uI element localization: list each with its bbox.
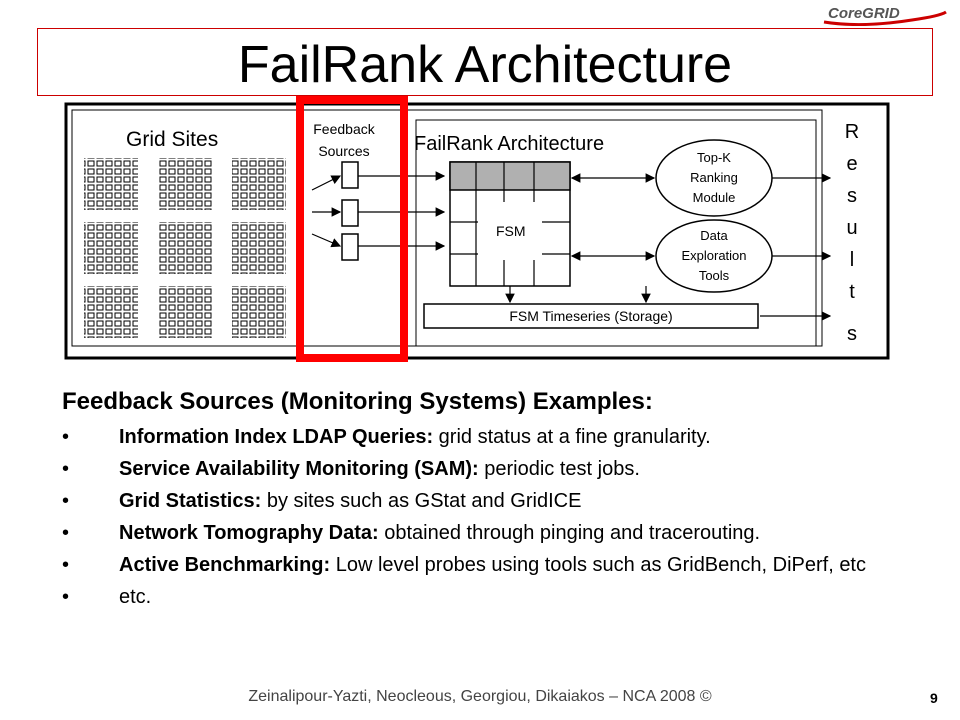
architecture-frame [415, 119, 817, 347]
bullet-dot: • [62, 554, 70, 576]
topk-line-2: Ranking [690, 170, 738, 185]
feedback-highlight [296, 96, 408, 362]
data-line-1: Data [700, 228, 728, 243]
bullet-dot: • [62, 490, 70, 512]
feedback-source-box [341, 233, 359, 261]
feedback-sources-label-2: Sources [318, 143, 369, 159]
bullet-text: periodic test jobs. [478, 458, 640, 480]
bullet-term: Active Benchmarking: [119, 554, 331, 576]
data-line-2: Exploration [681, 248, 746, 263]
bullet-dot: • [62, 586, 70, 608]
results-letter: s [847, 185, 857, 207]
page-title: FailRank Architecture [237, 36, 733, 94]
diagram-outer-frame [64, 102, 890, 360]
bullet-dot: • [62, 522, 70, 544]
results-letter: u [846, 217, 857, 239]
bullet-list: • Information Index LDAP Queries: grid st… [62, 426, 922, 608]
list-item: • Active Benchmarking: Low level probes u… [62, 554, 922, 576]
results-letter: R [845, 121, 859, 143]
feedback-source-box [341, 199, 359, 227]
topk-line-3: Module [693, 190, 736, 205]
topk-line-1: Top-K [697, 150, 731, 165]
bullet-term: Information Index LDAP Queries: [119, 426, 434, 448]
architecture-diagram: Grid Sites Feedback Sources FailRank Arc… [64, 96, 890, 362]
bullet-dot: • [62, 458, 70, 480]
grid-sites-clusters [84, 158, 286, 338]
results-letter: l [850, 249, 854, 271]
bullet-dot: • [62, 426, 70, 448]
list-item: • Information Index LDAP Queries: grid st… [62, 426, 922, 448]
grid-sites-label: Grid Sites [126, 128, 218, 151]
list-item: •Service Availability Monitoring (SAM): … [62, 458, 922, 480]
feedback-sources-label-1: Feedback [313, 121, 375, 137]
list-item: • etc. [62, 586, 922, 608]
title-box: FailRank Architecture [37, 28, 933, 96]
content-area: Feedback Sources (Monitoring Systems) Ex… [62, 388, 922, 618]
results-letter: t [849, 281, 855, 303]
bullet-text: Low level probes using tools such as Gri… [330, 554, 866, 576]
bullet-text: by sites such as GStat and GridICE [261, 490, 582, 512]
coregrid-logo: CoreGRID [823, 5, 947, 26]
feedback-source-box [341, 161, 359, 189]
list-item: • Grid Statistics: by sites such as GStat… [62, 490, 922, 512]
section-heading: Feedback Sources (Monitoring Systems) Ex… [62, 388, 653, 415]
timeseries-label: FSM Timeseries (Storage) [509, 308, 672, 324]
fsm-grid [449, 161, 571, 287]
bullet-term: Network Tomography Data: [119, 522, 379, 544]
bullet-text: obtained through pinging and traceroutin… [378, 522, 761, 544]
bullet-text: etc. [119, 586, 152, 608]
list-item: • Network Tomography Data: obtained throu… [62, 522, 922, 544]
footer-credits: Zeinalipour-Yazti, Neocleous, Georgiou, … [248, 688, 712, 705]
data-line-3: Tools [699, 268, 730, 283]
page-number: 9 [930, 690, 938, 706]
fsm-label: FSM [496, 223, 526, 239]
logo-text: CoreGRID [828, 5, 900, 22]
bullet-term: Grid Statistics: [119, 490, 262, 512]
bullet-text: grid status at a fine granularity. [433, 426, 711, 448]
results-letter: s [847, 323, 857, 345]
architecture-label: FailRank Architecture [414, 133, 604, 155]
bullet-term: Service Availability Monitoring (SAM): [119, 458, 479, 480]
results-letter: e [846, 153, 857, 175]
fsm-timeseries-storage [423, 303, 759, 329]
